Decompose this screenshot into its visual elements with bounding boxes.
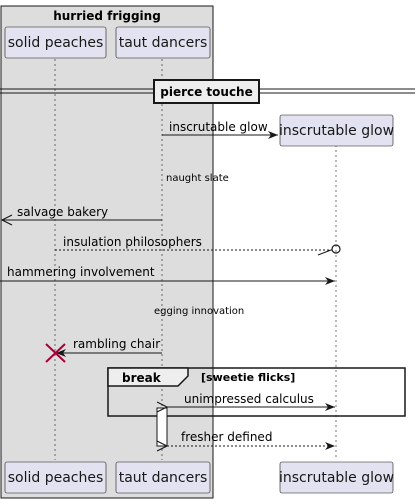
participant-solid-peaches-top[interactable]: solid peaches — [4, 26, 107, 59]
participant-taut-dancers-bottom[interactable]: taut dancers — [115, 461, 211, 494]
divider-pierce-touche: pierce touche — [0, 79, 415, 104]
message-label: inscrutable glow — [169, 120, 268, 134]
message-salvage-bakery: salvage bakery — [2, 205, 162, 220]
message-label: unimpressed calculus — [184, 392, 314, 406]
participant-solid-peaches-bottom[interactable]: solid peaches — [4, 461, 107, 494]
fragment-condition: [sweetie flicks] — [201, 371, 295, 384]
participant-label: inscrutable glow — [279, 123, 394, 139]
message-label: rambling chair — [73, 337, 160, 351]
message-rambling-chair: rambling chair — [56, 337, 162, 357]
message-label: salvage bakery — [17, 205, 108, 219]
participant-label: taut dancers — [119, 470, 208, 486]
message-label: fresher defined — [181, 430, 272, 444]
destroy-icon — [45, 343, 66, 363]
delay-egging-innovation: egging innovation — [154, 306, 244, 317]
message-fresher-defined: fresher defined — [167, 430, 335, 446]
participant-inscrutable-glow-top[interactable]: inscrutable glow — [279, 114, 394, 147]
activation-bar — [156, 407, 168, 447]
message-inscrutable-glow: inscrutable glow — [162, 120, 278, 139]
group-title: hurried frigging — [53, 9, 161, 23]
message-unimpressed-calculus: unimpressed calculus — [167, 392, 335, 407]
lifelines — [54, 59, 337, 460]
message-hammering-involvement: hammering involvement — [0, 265, 335, 285]
message-insulation-philosophers: insulation philosophers — [55, 235, 341, 256]
participant-label: inscrutable glow — [279, 470, 394, 486]
participant-label: taut dancers — [119, 35, 208, 51]
participant-label: solid peaches — [8, 35, 104, 51]
participant-taut-dancers-top[interactable]: taut dancers — [115, 26, 211, 59]
divider-label: pierce touche — [160, 85, 253, 99]
message-label: insulation philosophers — [63, 235, 202, 249]
delay-naught-slate: naught slate — [166, 173, 229, 184]
fragment-break: break [sweetie flicks] — [107, 367, 406, 417]
participant-inscrutable-glow-bottom[interactable]: inscrutable glow — [279, 461, 394, 494]
message-label: hammering involvement — [7, 265, 155, 279]
fragment-keyword: break — [122, 371, 162, 385]
participant-label: solid peaches — [8, 470, 104, 486]
